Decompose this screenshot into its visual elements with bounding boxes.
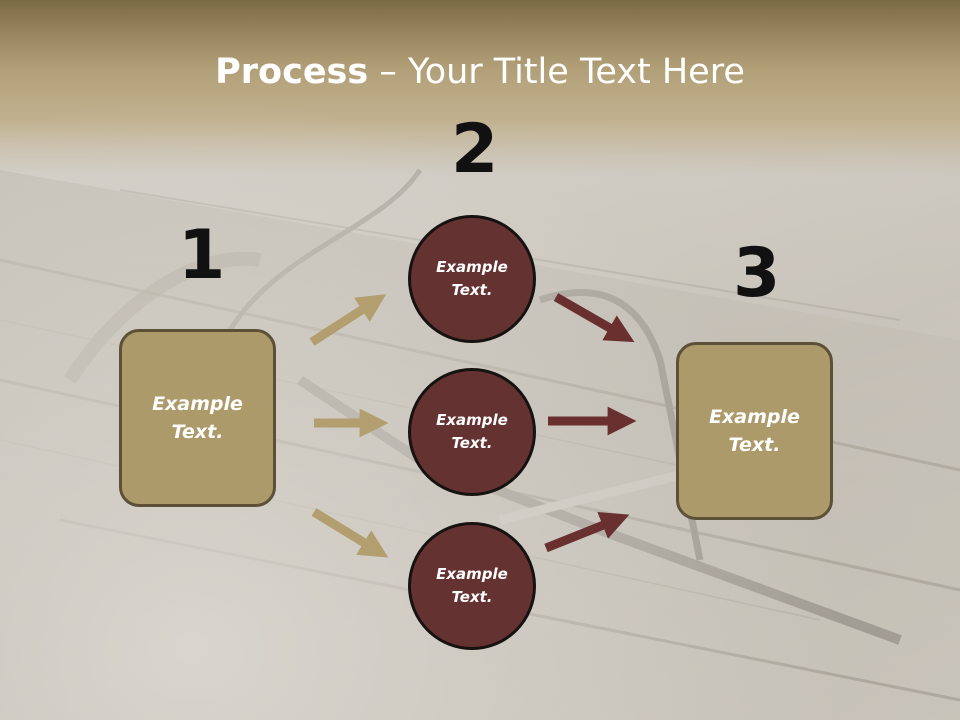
tan-arrow-down (311, 508, 389, 558)
maroon-arrow-up (544, 511, 630, 553)
step-number-3: 3 (733, 234, 781, 313)
circle-top: Example Text. (408, 215, 536, 343)
left-step-box: Example Text. (119, 329, 276, 507)
circle-middle-text: Example Text. (436, 410, 508, 452)
tan-arrow-up (309, 294, 387, 346)
circle-bottom: Example Text. (408, 522, 536, 650)
maroon-arrow-down (553, 293, 635, 343)
circle-bottom-text: Example Text. (436, 564, 508, 606)
title-bold-part: Process (215, 52, 369, 92)
step-number-2: 2 (451, 110, 499, 189)
circle-top-text: Example Text. (436, 257, 508, 299)
circle-middle: Example Text. (408, 368, 536, 496)
title-rest-part: – Your Title Text Here (368, 52, 745, 92)
right-step-box: Example Text. (676, 342, 833, 520)
slide-title: Process – Your Title Text Here (0, 52, 960, 92)
step-number-1: 1 (178, 216, 226, 295)
left-step-box-text: Example Text. (152, 392, 243, 444)
right-step-box-text: Example Text. (709, 405, 800, 457)
